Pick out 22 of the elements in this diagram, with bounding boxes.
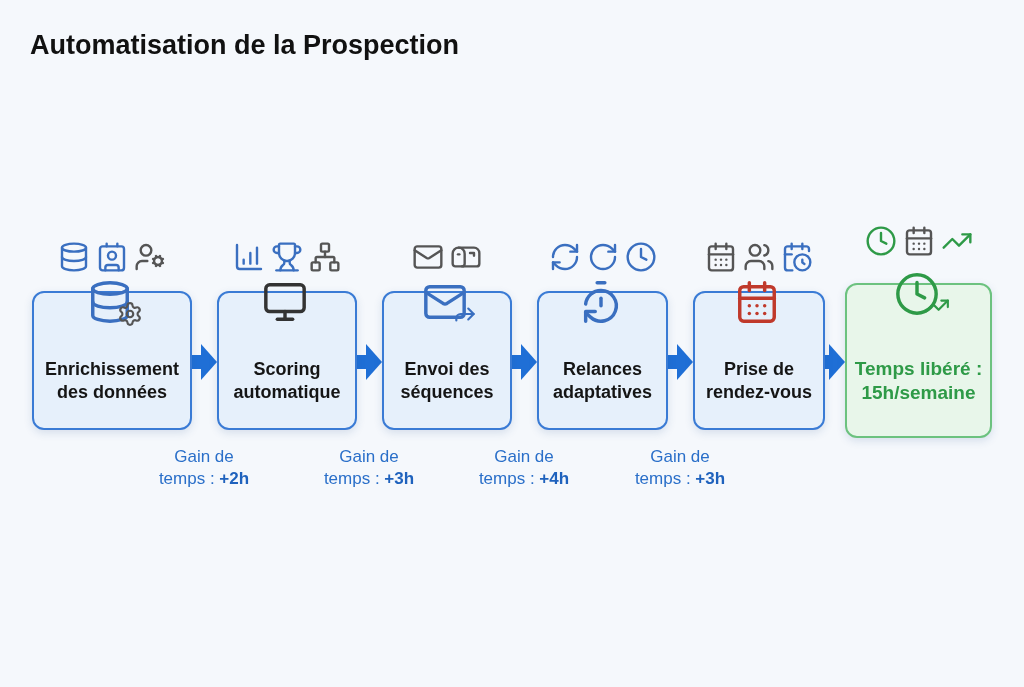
process-box	[537, 291, 668, 430]
block-arrow	[668, 344, 693, 380]
process-box	[382, 291, 512, 430]
time-gain-label: Gain de temps : +2h	[157, 446, 251, 491]
step-label: Prise de rendez-vous	[705, 358, 813, 403]
process-box	[217, 291, 357, 430]
block-arrow	[512, 344, 537, 380]
title: Automatisation de la Prospection	[30, 30, 460, 61]
process-box	[693, 291, 825, 430]
result-box	[845, 283, 992, 438]
time-gain-label: Gain de temps : +4h	[477, 446, 571, 491]
time-gain-label: Gain de temps : +3h	[633, 446, 727, 491]
step-label: Temps libéré : 15h/semaine	[853, 356, 984, 405]
process-box	[32, 291, 192, 430]
step-label: Envoi des séquences	[399, 358, 495, 403]
step-label: Scoring automatique	[232, 358, 342, 403]
block-arrow	[825, 344, 845, 380]
block-arrow	[357, 344, 382, 380]
block-arrow	[192, 344, 217, 380]
step-label: Enrichissement des données	[43, 358, 181, 403]
step-label: Relances adaptatives	[551, 358, 653, 403]
time-gain-label: Gain de temps : +3h	[322, 446, 416, 491]
